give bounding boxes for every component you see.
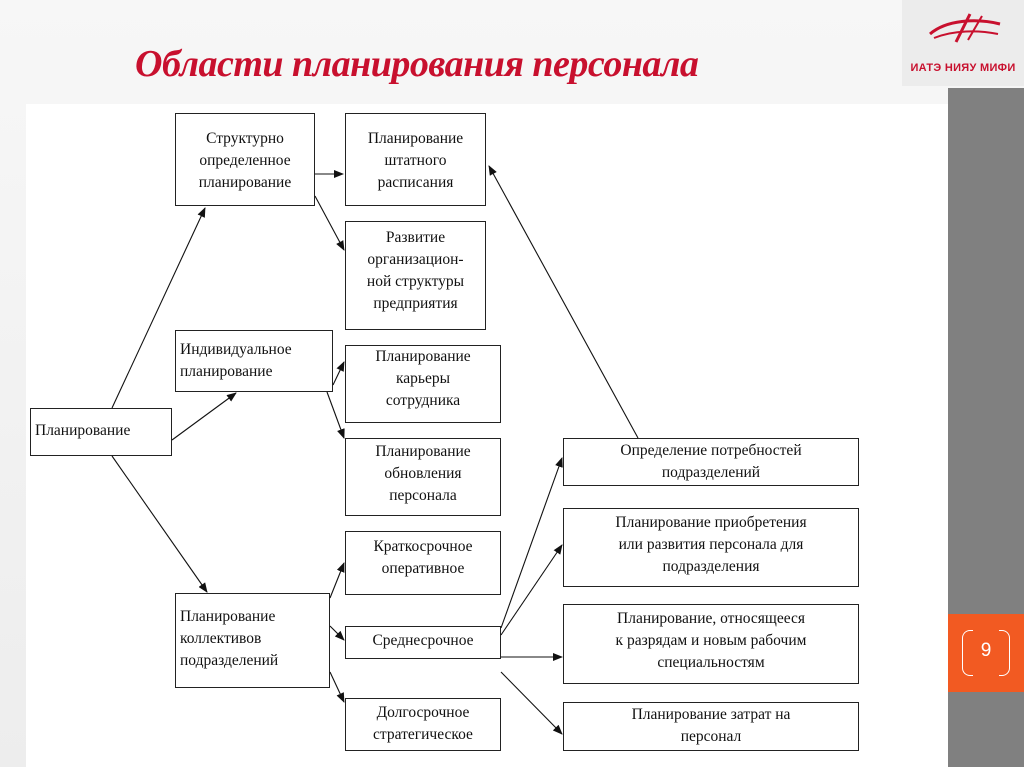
node-mid-term: Среднесрочное bbox=[345, 626, 501, 659]
brace-left bbox=[962, 630, 973, 676]
node-long-term: Долгосрочное стратегическое bbox=[345, 698, 501, 751]
logo-mark-icon bbox=[929, 13, 1001, 43]
node-planning: Планирование bbox=[30, 408, 172, 456]
node-short-term: Краткосрочное оперативное bbox=[345, 531, 501, 595]
node-org-structure: Развитие организацион- ной структуры пре… bbox=[345, 221, 486, 330]
node-acquisition-planning: Планирование приобретения или развития п… bbox=[563, 508, 859, 587]
institution-logo: ИАТЭ НИЯУ МИФИ bbox=[902, 0, 1024, 86]
node-structural-planning: Структурно определенное планирование bbox=[175, 113, 315, 206]
node-collective-planning: Планирование коллективов подразделений bbox=[175, 593, 330, 688]
brace-right bbox=[999, 630, 1010, 676]
node-ranks-planning: Планирование, относящееся к разрядам и н… bbox=[563, 604, 859, 684]
node-costs-planning: Планирование затрат на персонал bbox=[563, 702, 859, 751]
node-career-planning: Планирование карьеры сотрудника bbox=[345, 345, 501, 423]
node-renewal-planning: Планирование обновления персонала bbox=[345, 438, 501, 516]
node-individual-planning: Индивидуальное планирование bbox=[175, 330, 333, 392]
logo-text: ИАТЭ НИЯУ МИФИ bbox=[910, 62, 1016, 74]
page-number: 9 bbox=[980, 640, 992, 661]
slide-title: Области планирования персонала bbox=[135, 43, 699, 85]
node-needs-definition: Определение потребностей подразделений bbox=[563, 438, 859, 486]
page-number-badge: 9 bbox=[948, 614, 1024, 692]
node-staffing-schedule: Планирование штатного расписания bbox=[345, 113, 486, 206]
